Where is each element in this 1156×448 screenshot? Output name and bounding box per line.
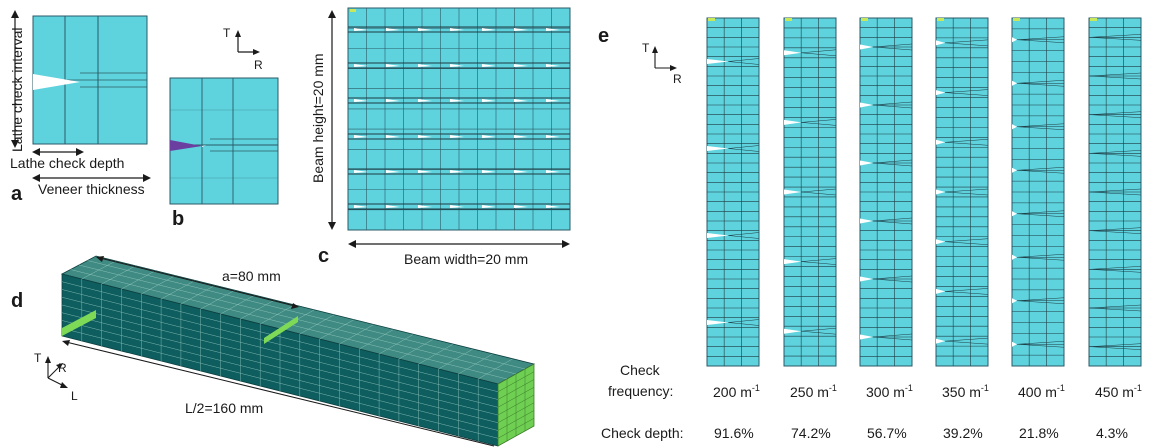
strip-350 <box>935 17 989 367</box>
beam-width-label: Beam width=20 mm <box>404 251 528 267</box>
depth-value-400: 21.8% <box>1019 425 1059 441</box>
veneer-thickness-label: Veneer thickness <box>38 181 145 197</box>
tr-axis-icon-b: T R <box>223 26 263 72</box>
strip-250 <box>783 17 837 367</box>
panel-a-letter: a <box>11 183 23 205</box>
panel-b-check <box>170 140 202 151</box>
panel-d-letter: d <box>11 290 23 312</box>
strip-200 <box>706 17 760 367</box>
panel-c-letter: c <box>318 245 329 267</box>
frequency-value-300: 300 m-1 <box>866 383 913 400</box>
lathe-check-interval-label: Lathe check interval <box>9 27 25 152</box>
depth-value-250: 74.2% <box>791 425 831 441</box>
half-length-label: L/2=160 mm <box>185 400 263 416</box>
check-frequency-strips <box>706 17 1142 367</box>
load-line <box>264 316 298 344</box>
frequency-value-250: 250 m-1 <box>790 383 837 400</box>
strip-450 <box>1088 17 1142 367</box>
lathe-check-depth-label: Lathe check depth <box>10 155 124 171</box>
panel-a-check <box>33 74 80 90</box>
panel-e-letter: e <box>598 25 609 47</box>
panel-b-letter: b <box>172 208 184 230</box>
frequency-row-label-1: Check <box>620 362 661 378</box>
frequency-value-400: 400 m-1 <box>1018 383 1065 400</box>
depth-value-300: 56.7% <box>867 425 907 441</box>
panel-b-mesh <box>169 77 279 205</box>
svg-text:T: T <box>34 351 42 365</box>
depth-value-200: 91.6% <box>714 425 754 441</box>
depth-value-450: 4.3% <box>1096 425 1128 441</box>
svg-text:R: R <box>673 72 682 86</box>
panel-e: e T R Check frequency: Check depth: 200 … <box>598 17 1142 441</box>
strip-400 <box>1011 17 1065 367</box>
svg-text:T: T <box>642 41 650 55</box>
svg-text:T: T <box>223 26 231 40</box>
support-left <box>62 310 96 336</box>
strip-300 <box>859 17 913 367</box>
svg-text:L: L <box>71 389 78 403</box>
panel-a: Lathe check interval Lathe check depth V… <box>9 10 151 205</box>
svg-text:R: R <box>254 58 263 72</box>
tr-axis-icon-e: T R <box>642 41 682 86</box>
panel-d: a=80 mm L/2=160 mm T R L d <box>11 255 536 447</box>
depth-value-350: 39.2% <box>943 425 983 441</box>
beam-height-label: Beam height=20 mm <box>310 53 326 183</box>
depth-row-label: Check depth: <box>601 425 684 441</box>
frequency-value-200: 200 m-1 <box>713 383 760 400</box>
frequency-row-label-2: frequency: <box>608 383 673 399</box>
svg-text:R: R <box>58 361 67 375</box>
panel-b: T R b <box>169 26 279 230</box>
trl-axis-icon: T R L <box>34 351 78 403</box>
panel-c: Beam height=20 mm Beam width=20 mm c <box>310 7 571 267</box>
a-dimension-label: a=80 mm <box>222 268 281 284</box>
frequency-value-350: 350 m-1 <box>942 383 989 400</box>
frequency-value-450: 450 m-1 <box>1095 383 1142 400</box>
panel-c-grid <box>348 8 570 230</box>
strip-labels: 200 m-1 91.6% 250 m-1 74.2% 300 m-1 56.7% 350 … <box>713 383 1142 441</box>
